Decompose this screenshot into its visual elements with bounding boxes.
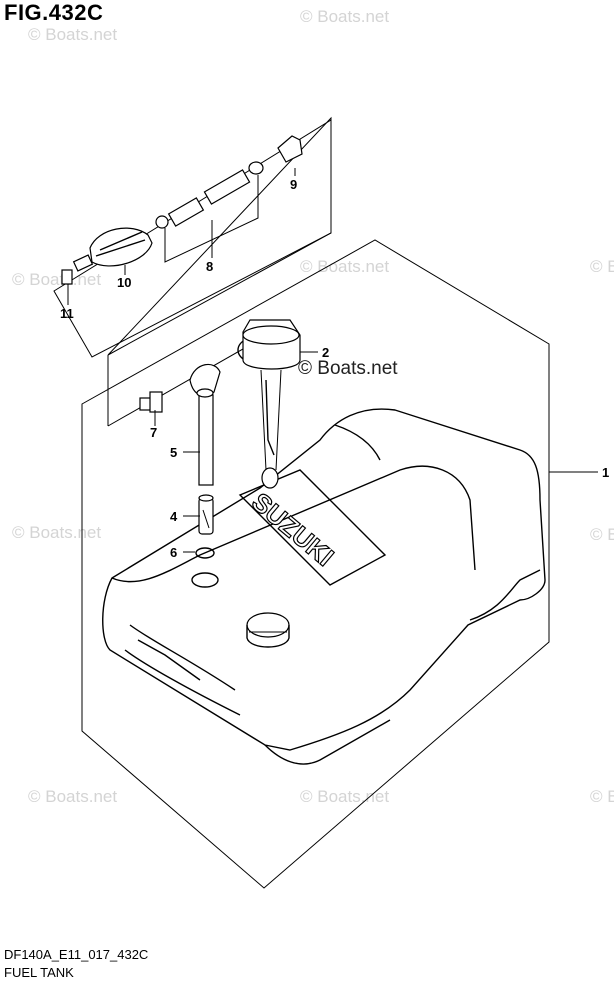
callout-11: 11 (60, 306, 74, 321)
tank-frame (81, 239, 550, 889)
strainer (198, 494, 214, 535)
callouts: 2 1 5 4 6 7 9 8 10 11 (60, 177, 609, 560)
pickup-tube (189, 363, 221, 486)
callout-5: 5 (170, 445, 177, 460)
tank-fitting (139, 391, 163, 413)
callout-1: 1 (602, 465, 609, 480)
watermark: © Boats.net (590, 525, 614, 544)
fuel-gauge (242, 319, 301, 489)
watermark-center: © Boats.net (298, 358, 398, 379)
watermark: © Boats.net (300, 257, 389, 276)
callout-7: 7 (150, 425, 157, 440)
watermark: © Boats.net (590, 257, 614, 276)
watermark: © Boats.net (28, 25, 117, 44)
callout-9: 9 (290, 177, 297, 192)
watermark: © Boats.net (590, 787, 614, 806)
diagram-name: FUEL TANK (4, 965, 74, 980)
watermark: © Boats.net (12, 523, 101, 542)
callout-8: 8 (206, 259, 213, 274)
diagram-code: DF140A_E11_017_432C (4, 947, 149, 962)
watermark: © Boats.net (300, 7, 389, 26)
callout-2: 2 (322, 345, 329, 360)
watermarks: © Boats.net © Boats.net © Boats.net © Bo… (12, 7, 614, 806)
figure-title: FIG.432C (4, 0, 104, 25)
watermark: © Boats.net (12, 270, 101, 289)
callout-6: 6 (170, 545, 177, 560)
o-ring (195, 547, 215, 559)
watermark: © Boats.net (28, 787, 117, 806)
watermark: © Boats.net (300, 787, 389, 806)
leaders (67, 168, 598, 553)
callout-4: 4 (170, 509, 178, 524)
hose-assembly (61, 135, 303, 285)
callout-10: 10 (117, 275, 131, 290)
